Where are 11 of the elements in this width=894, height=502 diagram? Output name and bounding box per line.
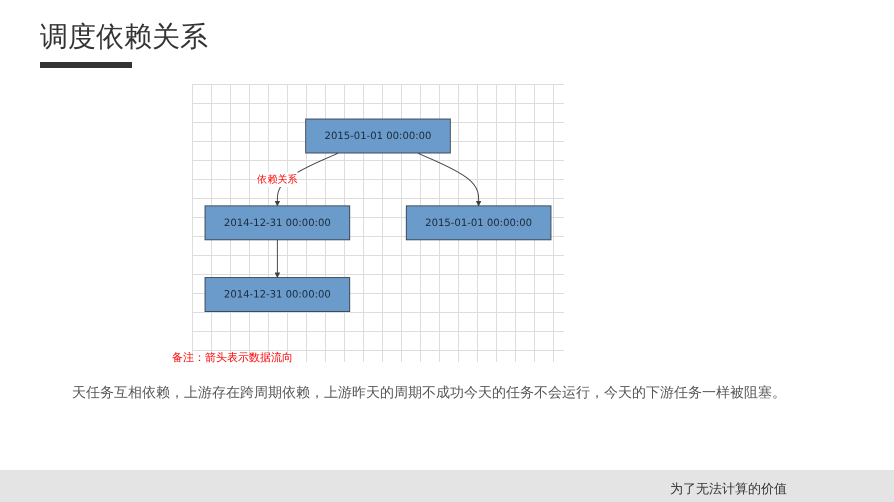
note-text: 备注：箭头表示数据流向 <box>172 350 293 365</box>
edge-label: 依赖关系 <box>257 172 298 185</box>
node-box: 2014-12-31 00:00:00 <box>204 205 350 240</box>
node-box: 2015-01-01 00:00:00 <box>305 118 451 154</box>
node-box: 2014-12-31 00:00:00 <box>204 276 350 312</box>
arrow <box>274 239 280 278</box>
footer-slogan: 为了无法计算的价值 <box>670 481 787 498</box>
description-text: 天任务互相依赖，上游存在跨周期依赖，上游昨天的周期不成功今天的任务不会运行，今天的下游任务一样被阻塞。 <box>72 384 786 402</box>
arrow <box>416 152 482 206</box>
slide-title: 调度依赖关系 <box>40 19 208 55</box>
node-box: 2015-01-01 00:00:00 <box>406 205 552 240</box>
